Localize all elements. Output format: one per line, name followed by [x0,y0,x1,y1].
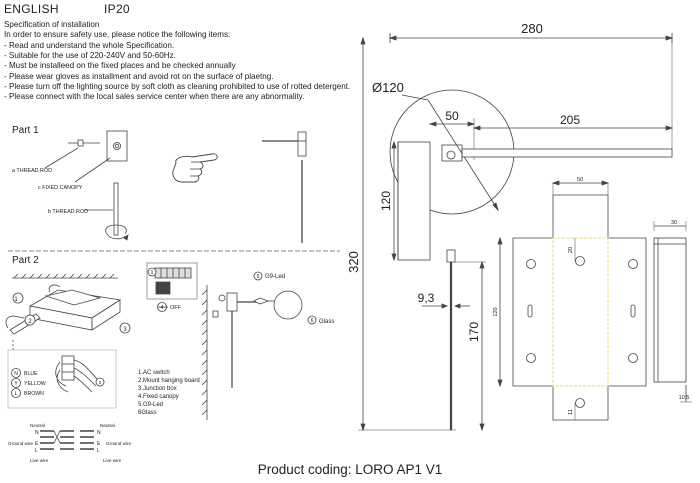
callout-1: 1 [14,297,18,303]
callout-2b: 2 [99,380,102,385]
instruction-item: - Please wear gloves as installment and … [4,71,274,81]
part1-assembly [44,130,307,243]
instruction-item: - Please connect with the local sales se… [4,92,305,102]
wire-color-yellow: YELLOW [24,381,46,387]
callout-5: 5 [257,274,260,280]
language-label: ENGLISH [4,2,59,16]
switch-off-label: OFF [170,305,182,311]
legend-item: 3.Junction box [138,386,177,392]
wiring-ground-right: Ground wire [106,441,131,446]
dim-plate-width: 50 [577,177,583,183]
dimension-drawing [358,33,692,432]
wiring-l-left: L [35,448,38,454]
part1-title: Part 1 [12,125,39,136]
callout-6: 6 [311,318,314,324]
callout-3: 3 [123,327,127,333]
dim-rod-length: 170 [467,322,481,342]
wiring-e-left: E [35,441,39,447]
dim-plate-height: 120 [493,307,499,316]
instruction-item: - Suitable for the use of 220-240V and 5… [4,51,176,61]
instruction-item: - Please turn off the lighting source by… [4,82,351,92]
legend-item: 2.Mount hanging board [138,378,200,384]
wire-letter-y: Y [14,381,18,387]
wiring-n-left: N [35,430,39,436]
glass-label: Glass [319,319,334,325]
dim-side-bottom: 10,5 [679,395,690,401]
wire-letter-l: L [15,391,18,397]
wire-letter-n: N [14,371,18,377]
legend-item: 5.G9-Led [138,402,163,408]
wiring-neutral-left: Neutral [30,423,45,428]
wiring-ground-left: Ground wire [8,441,33,446]
instructions-intro: In order to ensure safety use, please no… [4,30,231,40]
dim-height-upper: 120 [379,191,393,211]
wiring-l-right: L [97,448,100,454]
g9-led-label: G9-Led [265,274,285,280]
product-coding: Product coding: LORO AP1 V1 [257,462,443,477]
wire-color-brown: BROWN [24,391,44,397]
ip-rating-label: IP20 [104,2,130,16]
instruction-item: - Read and understand the whole Specific… [4,40,175,50]
part1-label-c: c FIXED CANOPY [38,185,83,191]
legend-item: 1.AC switch [138,370,170,376]
part2-title: Part 2 [12,255,39,266]
dim-overall-height: 320 [346,251,361,273]
wiring-e-right: E [97,441,101,447]
wiring-neutral-right: Neutral [100,423,115,428]
instructions-title: Specification of installation [4,20,100,29]
wiring-live-right: Live wire [103,458,122,463]
callout-4: 4 [161,305,164,311]
dim-hole-offset-bottom: 11 [568,409,574,415]
instruction-item: - Must be installeed on the fixed places… [4,61,236,71]
installation-instructions: Specification of installation In order t… [4,20,350,103]
dim-hole-offset: 20 [568,247,574,253]
part1-label-a: a THREAD ROD [12,168,52,174]
part1-label-b: b THREAD ROD [48,209,88,215]
legend-item: 6Glass [138,410,157,416]
dim-overall-width: 280 [521,21,543,36]
callout-2: 2 [28,319,32,325]
dim-diameter: Ø120 [372,80,404,95]
callout-1b: 1 [151,270,154,276]
wiring-n-right: N [97,430,101,436]
dim-side-depth: 30 [671,220,677,226]
wiring-live-left: Live wire [30,458,49,463]
dim-rod-gap: 9,3 [418,291,435,305]
dim-arm-length: 205 [560,113,580,127]
wire-color-blue: BLUE [24,371,38,377]
part2-assembly [5,262,317,450]
dim-offset: 50 [445,109,459,123]
legend-item: 4.Fixed canopy [138,394,179,400]
